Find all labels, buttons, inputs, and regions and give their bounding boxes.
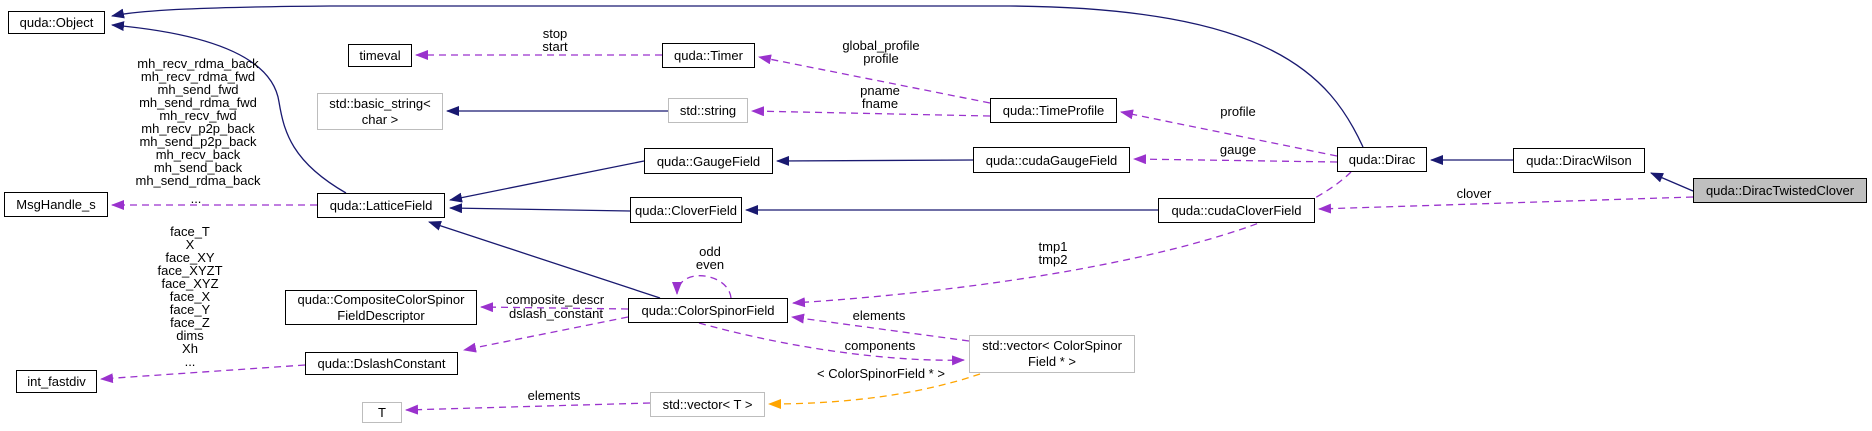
edge-label-elements-t: elements	[527, 388, 581, 403]
class-node-quda-colorspinorfield[interactable]: quda::ColorSpinorField	[628, 298, 788, 323]
class-node-msghandle-s[interactable]: MsgHandle_s	[4, 192, 108, 217]
edge-dirac-to-object	[111, 5, 1364, 148]
edge-label-stop-start: stop start	[542, 26, 568, 54]
edge-timeprofile-to-string	[751, 106, 991, 117]
class-node-quda-timeprofile[interactable]: quda::TimeProfile	[990, 98, 1117, 123]
edge-label-face-members: face_T X face_XY face_XYZT face_XYZ face…	[157, 224, 223, 369]
edge-label-elements-colorspinorfield: elements	[852, 308, 906, 323]
edge-cudagaugefield-to-gaugefield	[776, 155, 974, 166]
edge-dslashconstant-to-intfastdiv	[100, 364, 306, 384]
edge-colorspinorfield-selfloop	[672, 275, 732, 299]
edge-label-gauge: gauge	[1219, 142, 1257, 157]
class-node-quda-cudagaugefield[interactable]: quda::cudaGaugeField	[973, 147, 1130, 173]
edge-label-mh-ellipsis: ...	[190, 191, 202, 206]
edge-label-template-args: < ColorSpinorField * >	[817, 366, 945, 381]
class-node-quda-object[interactable]: quda::Object	[8, 11, 105, 34]
edge-vectorcsf-to-colorspinorfield-elements	[791, 313, 970, 342]
class-node-std-basic-string: std::basic_string< char >	[317, 93, 443, 130]
edge-latticefield-to-object	[111, 21, 347, 194]
class-node-quda-diracwilson[interactable]: quda::DiracWilson	[1513, 148, 1645, 173]
edge-colorspinorfield-to-vectorcsf-components	[698, 322, 965, 366]
edge-gaugefield-to-latticefield	[449, 160, 645, 203]
edge-label-dslash-constant: dslash_constant	[509, 306, 603, 321]
edge-timeprofile-to-timer	[758, 54, 991, 104]
class-node-std-vector-colorspinorfield: std::vector< ColorSpinor Field * >	[969, 335, 1135, 373]
edge-label-composite-descr: composite_descr	[505, 292, 605, 307]
class-node-quda-gaugefield[interactable]: quda::GaugeField	[644, 148, 773, 174]
edge-colorspinorfield-to-dslashconstant	[463, 316, 629, 353]
edge-label-tmp1-tmp2: tmp1 tmp2	[1038, 239, 1068, 267]
class-node-quda-compositecolorspinorfielddescriptor[interactable]: quda::CompositeColorSpinor FieldDescript…	[285, 290, 477, 325]
edge-dirac-to-colorspinorfield-tmp	[792, 171, 1352, 308]
edge-vectorcsf-to-vectort-template	[768, 373, 981, 409]
edge-cloverfield-to-latticefield	[449, 203, 631, 214]
edge-dirac-to-cudagaugefield	[1133, 154, 1338, 165]
edge-label-components: components	[844, 338, 916, 353]
class-node-timeval[interactable]: timeval	[348, 44, 412, 67]
class-node-quda-cudacloverfield[interactable]: quda::cudaCloverField	[1158, 198, 1315, 223]
class-node-std-string: std::string	[668, 98, 748, 123]
class-node-quda-dslashconstant[interactable]: quda::DslashConstant	[305, 352, 458, 375]
class-node-int-fastdiv[interactable]: int_fastdiv	[16, 370, 97, 393]
class-node-t: T	[362, 402, 402, 423]
edge-label-profile: profile	[1220, 104, 1256, 119]
edge-label-clover: clover	[1456, 186, 1492, 201]
edge-colorspinorfield-to-compositedescriptor	[480, 302, 629, 313]
edge-label-mh-members: mh_recv_rdma_back mh_recv_rdma_fwd mh_se…	[135, 56, 261, 188]
edge-diractwistedclover-to-cudacloverfield	[1318, 196, 1694, 214]
edge-label-global-profile: global_profile profile	[842, 38, 920, 66]
edge-label-odd-even: odd even	[695, 244, 725, 272]
class-node-quda-diractwistedclover: quda::DiracTwistedClover	[1693, 178, 1867, 203]
edge-diractwistedclover-to-diracwilson	[1650, 172, 1694, 192]
class-node-quda-timer[interactable]: quda::Timer	[662, 43, 755, 68]
edge-colorspinorfield-to-latticefield	[428, 221, 661, 299]
class-node-quda-latticefield[interactable]: quda::LatticeField	[317, 193, 445, 218]
edge-vectort-to-t	[405, 402, 651, 415]
class-node-quda-cloverfield[interactable]: quda::CloverField	[630, 197, 742, 223]
class-node-std-vector-t: std::vector< T >	[650, 392, 765, 417]
edge-dirac-to-timeprofile	[1120, 109, 1338, 157]
class-node-quda-dirac[interactable]: quda::Dirac	[1337, 147, 1427, 172]
edge-label-pname-fname: pname fname	[860, 83, 900, 111]
